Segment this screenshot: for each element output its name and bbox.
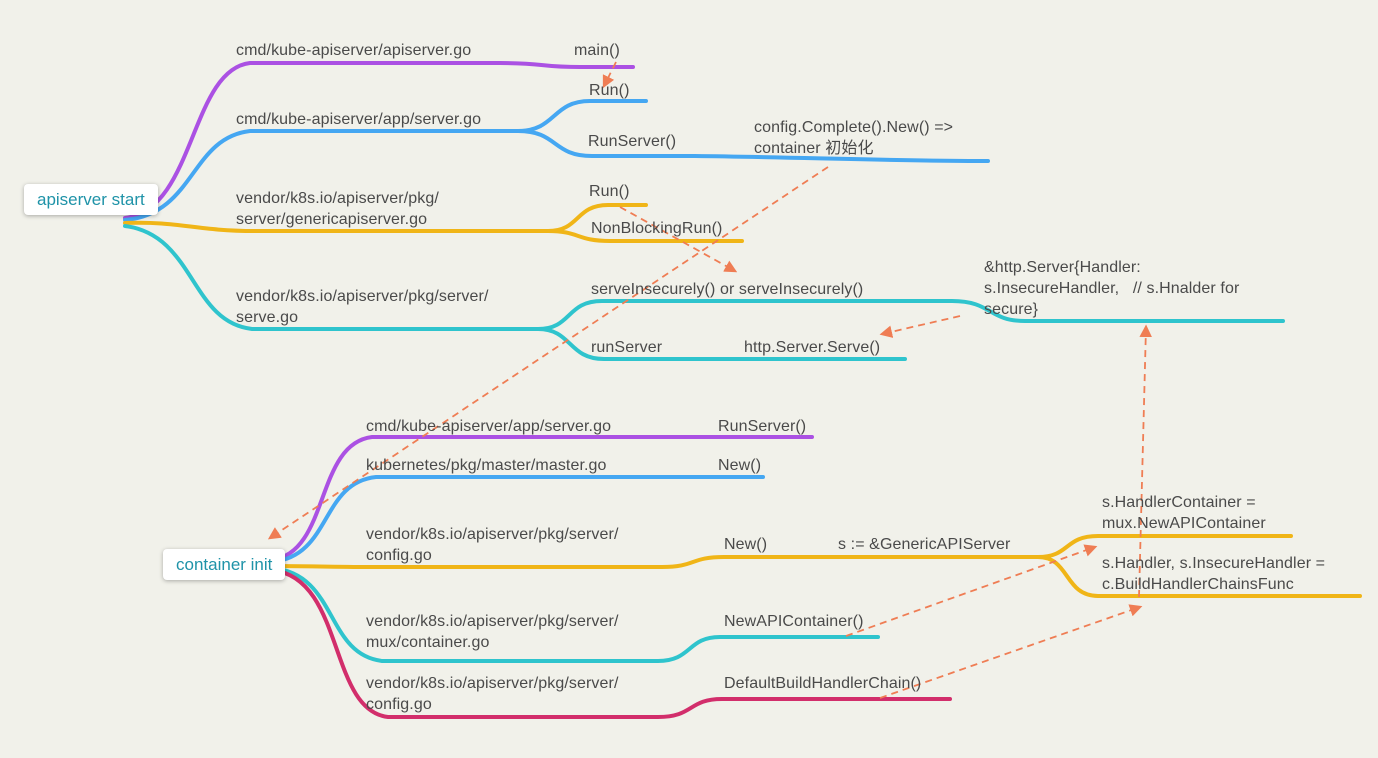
node-serve-go-path[interactable]: vendor/k8s.io/apiserver/pkg/server/ serv… bbox=[236, 288, 489, 326]
branch-genericapiserver-go bbox=[123, 220, 550, 233]
node-master-go-path[interactable]: kubernetes/pkg/master/master.go bbox=[366, 457, 607, 474]
arrow-run-to-serveinsecurely bbox=[619, 206, 738, 273]
node-handlercontainer-assign[interactable]: s.HandlerContainer = mux.NewAPIContainer bbox=[1102, 494, 1266, 532]
branch-config-go-2 bbox=[270, 568, 952, 719]
branch-serve-go bbox=[123, 224, 540, 331]
node-generic-run-fn[interactable]: Run() bbox=[589, 183, 630, 200]
node-defaultbuildhandlerchain-fn[interactable]: DefaultBuildHandlerChain() bbox=[724, 675, 922, 692]
node-nonblockingrun-fn[interactable]: NonBlockingRun() bbox=[591, 220, 723, 237]
node-http-server-serve-fn[interactable]: http.Server.Serve() bbox=[744, 339, 881, 356]
arrow-configcomplete-to-container-init bbox=[267, 166, 829, 540]
root-node-apiserver-start[interactable]: apiserver start bbox=[24, 184, 158, 215]
node-config-new-fn[interactable]: New() bbox=[724, 536, 768, 553]
node-run-fn[interactable]: Run() bbox=[589, 82, 630, 99]
branch-runserver bbox=[516, 129, 990, 163]
branch-app-server-go-2 bbox=[270, 435, 814, 562]
node-master-new-fn[interactable]: New() bbox=[718, 457, 762, 474]
node-newapicontainer-fn[interactable]: NewAPIContainer() bbox=[724, 613, 864, 630]
node-runserver-fn-2[interactable]: RunServer() bbox=[718, 418, 807, 435]
node-mux-container-go-path[interactable]: vendor/k8s.io/apiserver/pkg/server/ mux/… bbox=[366, 613, 619, 651]
node-app-server-go-path[interactable]: cmd/kube-apiserver/app/server.go bbox=[366, 418, 612, 435]
branch-run bbox=[516, 99, 648, 133]
node-config-go-path-2[interactable]: vendor/k8s.io/apiserver/pkg/server/ conf… bbox=[366, 675, 619, 713]
arrow-httpserver-to-serve bbox=[879, 315, 961, 338]
branch-buildhandlerchains bbox=[1036, 555, 1362, 598]
arrow-newapicontainer-to-handlercontainer bbox=[845, 544, 1098, 637]
node-generic-apiserver-assign[interactable]: s := &GenericAPIServer bbox=[838, 536, 1011, 553]
arrow-handler-to-httpserver bbox=[1138, 324, 1153, 598]
node-http-server-struct[interactable]: &http.Server{Handler: s.InsecureHandler,… bbox=[984, 259, 1240, 318]
branch-serveinsecurely bbox=[536, 299, 1285, 331]
branch-nonblockingrun bbox=[546, 229, 744, 243]
branch-master-go bbox=[270, 475, 765, 564]
arrow-defaultbuild-to-handler bbox=[879, 604, 1143, 699]
root-node-container-init[interactable]: container init bbox=[163, 549, 286, 580]
node-apiserver-go-path[interactable]: cmd/kube-apiserver/apiserver.go bbox=[236, 42, 472, 59]
arrow-main-to-run bbox=[602, 61, 617, 89]
node-genericapiserver-path[interactable]: vendor/k8s.io/apiserver/pkg/ server/gene… bbox=[236, 190, 439, 228]
branch-apiserver-go bbox=[123, 61, 635, 220]
node-runserver-fn[interactable]: RunServer() bbox=[588, 133, 677, 150]
node-serveinsecurely-fn[interactable]: serveInsecurely() or serveInsecurely() bbox=[591, 281, 864, 298]
node-server-go-path[interactable]: cmd/kube-apiserver/app/server.go bbox=[236, 111, 482, 128]
branch-config-go bbox=[270, 555, 1040, 569]
branch-handlercontainer bbox=[1036, 534, 1293, 559]
node-config-go-path[interactable]: vendor/k8s.io/apiserver/pkg/server/ conf… bbox=[366, 526, 619, 564]
branch-runserver-serve bbox=[536, 327, 907, 361]
node-buildhandlerchains-assign[interactable]: s.Handler, s.InsecureHandler = c.BuildHa… bbox=[1102, 555, 1326, 593]
branch-mux-container-go bbox=[270, 566, 880, 663]
node-config-complete-new[interactable]: config.Complete().New() => container 初始化 bbox=[754, 119, 954, 157]
node-main-fn[interactable]: main() bbox=[574, 42, 620, 59]
node-runserver-label[interactable]: runServer bbox=[591, 339, 663, 356]
